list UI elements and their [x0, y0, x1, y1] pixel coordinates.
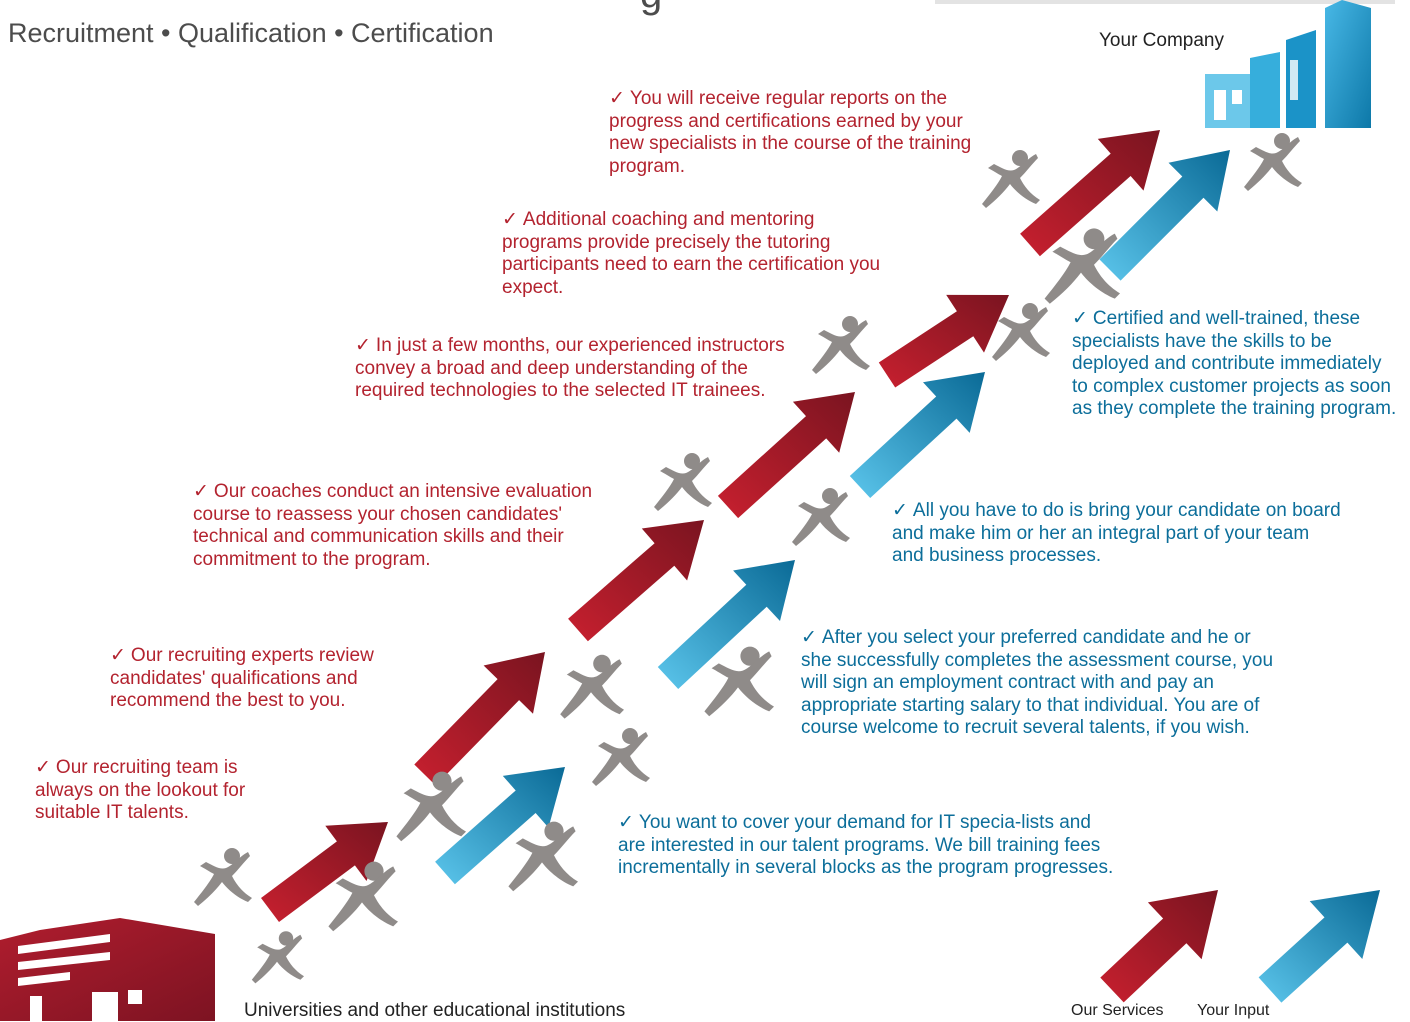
services-step-5: ✓Additional coaching and mentoring progr… — [502, 209, 892, 299]
services-step-4-text: In just a few months, our experienced in… — [355, 335, 785, 401]
services-step-2: ✓Our recruiting experts review candidate… — [110, 645, 415, 713]
services-step-1-text: Our recruiting team is always on the loo… — [35, 757, 246, 823]
input-arrow-3 — [849, 372, 985, 498]
check-icon: ✓ — [110, 645, 126, 666]
page-subtitle: Recruitment • Qualification • Certificat… — [8, 18, 494, 48]
services-step-3: ✓Our coaches conduct an intensive evalua… — [193, 481, 608, 571]
services-step-6-text: You will receive regular reports on the … — [609, 88, 972, 177]
legend-services-label: Our Services — [1071, 1002, 1164, 1019]
input-step-1-text: You want to cover your demand for IT spe… — [618, 812, 1114, 878]
company-label: Your Company — [1099, 30, 1224, 51]
legend-input-label: Your Input — [1197, 1002, 1270, 1019]
institution-building-icon — [0, 918, 215, 1021]
runner-figure-icon — [194, 848, 252, 906]
runner-figure-icon — [792, 488, 850, 546]
input-step-3-text: All you have to do is bring your candida… — [892, 500, 1341, 566]
input-step-1: ✓You want to cover your demand for IT sp… — [618, 812, 1118, 880]
page-title-fragment: g — [640, 0, 662, 14]
runner-figure-icon — [396, 771, 466, 842]
input-step-2: ✓After you select your preferred candida… — [801, 627, 1286, 740]
runner-figure-icon — [704, 646, 774, 717]
legend-arrows — [1100, 890, 1380, 1003]
legend-services-arrow — [1100, 890, 1218, 1003]
input-arrows — [435, 150, 1230, 885]
check-icon: ✓ — [35, 757, 51, 778]
services-step-3-text: Our coaches conduct an intensive evaluat… — [193, 481, 593, 570]
input-step-4-text: Certified and well-trained, these specia… — [1072, 308, 1397, 419]
check-icon: ✓ — [1072, 308, 1088, 329]
check-icon: ✓ — [801, 627, 817, 648]
services-arrow-5 — [878, 294, 1009, 388]
services-step-6: ✓You will receive regular reports on the… — [609, 88, 994, 178]
services-arrow-4 — [717, 392, 855, 519]
services-arrow-6 — [1020, 130, 1160, 257]
runner-figure-icon — [654, 453, 712, 511]
services-step-1: ✓Our recruiting team is always on the lo… — [35, 757, 285, 825]
company-building-icon — [1205, 0, 1371, 128]
check-icon: ✓ — [892, 500, 908, 521]
runner-figure-icon — [251, 931, 304, 984]
services-step-4: ✓In just a few months, our experienced i… — [355, 335, 795, 403]
runner-figure-icon — [560, 654, 624, 719]
check-icon: ✓ — [355, 335, 371, 356]
legend-input-arrow — [1258, 890, 1380, 1003]
services-arrow-3 — [568, 520, 704, 642]
institutions-label: Universities and other educational insti… — [244, 1000, 626, 1021]
check-icon: ✓ — [193, 481, 209, 502]
services-step-2-text: Our recruiting experts review candidates… — [110, 645, 374, 711]
input-arrow-1 — [435, 767, 565, 885]
input-arrow-4 — [1099, 150, 1230, 281]
runner-figure-icon — [508, 821, 578, 892]
input-arrow-2 — [657, 560, 795, 689]
input-step-4: ✓Certified and well-trained, these speci… — [1072, 308, 1402, 421]
services-step-5-text: Additional coaching and mentoring progra… — [502, 209, 881, 298]
runner-figure-icon — [592, 728, 650, 786]
check-icon: ✓ — [502, 209, 518, 230]
input-step-3: ✓All you have to do is bring your candid… — [892, 500, 1342, 568]
services-arrows — [261, 130, 1160, 922]
services-arrow-2 — [414, 652, 545, 786]
check-icon: ✓ — [609, 88, 625, 109]
runner-figure-icon — [1244, 133, 1302, 191]
check-icon: ✓ — [618, 812, 634, 833]
input-step-2-text: After you select your preferred candidat… — [801, 627, 1274, 738]
services-arrow-1 — [261, 822, 388, 922]
top-divider — [935, 0, 1395, 4]
runner-figure-icon — [812, 316, 870, 374]
